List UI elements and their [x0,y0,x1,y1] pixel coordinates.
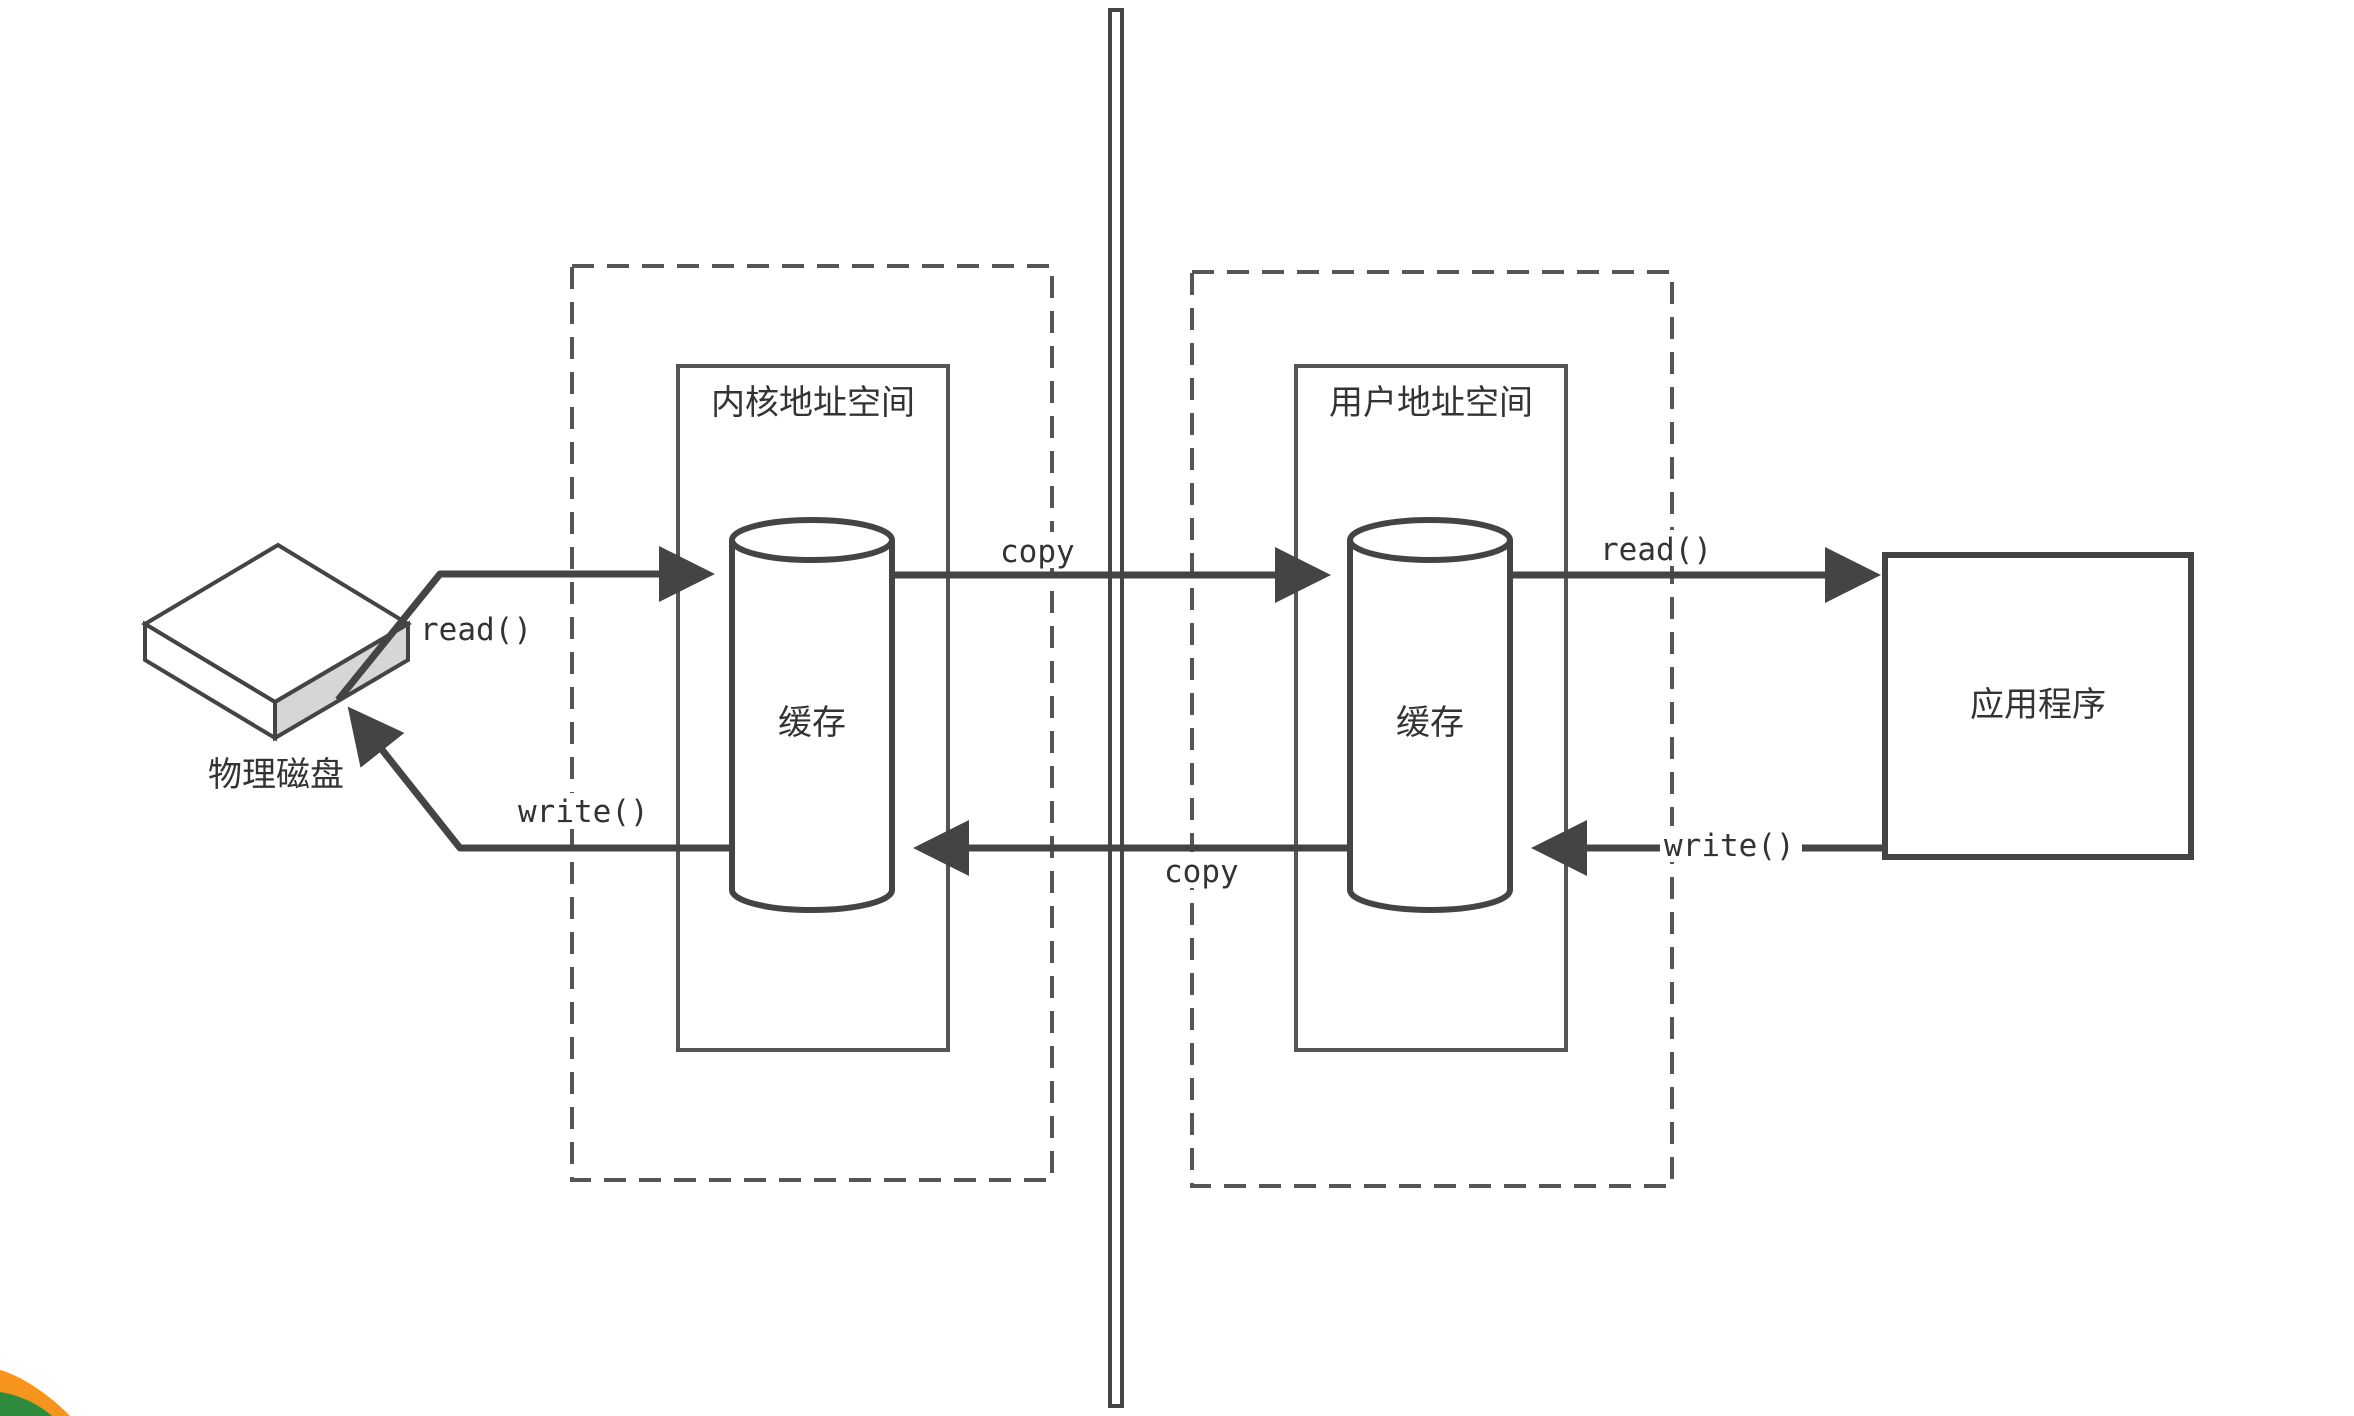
application-box [1882,552,2194,860]
copy-to-kernel-label: copy [1164,854,1239,890]
disk-read-arrow [335,546,715,703]
kernel-cache-label: 缓存 [778,703,846,743]
physical-disk-icon [141,542,412,742]
app-read-label: read() [1600,532,1712,568]
kernel-space-title: 内核地址空间 [711,383,915,423]
address-space-divider [1108,8,1124,1408]
disk-read-label: read() [420,612,532,648]
kernel-cache-cylinder [729,517,895,913]
user-cache-cylinder [1347,517,1513,913]
copy-to-user-label: copy [1000,534,1075,570]
app-write-label: write() [1664,828,1795,864]
user-space-box [1294,364,1568,1052]
user-region-dashed-border [1190,270,1674,1188]
application-label: 应用程序 [1970,685,2106,725]
corner-decoration [0,1370,70,1416]
user-space-title: 用户地址空间 [1329,383,1533,423]
kernel-space-box [676,364,950,1052]
user-cache-label: 缓存 [1396,703,1464,743]
disk-write-label: write() [518,794,649,830]
kernel-region-dashed-border [570,264,1054,1182]
disk-write-arrow [347,706,732,852]
physical-disk-label: 物理磁盘 [208,755,344,795]
